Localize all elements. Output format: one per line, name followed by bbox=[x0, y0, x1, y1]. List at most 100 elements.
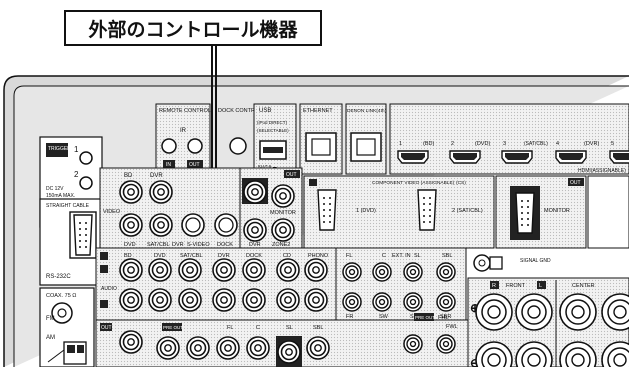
trigger-out-label: TRIGGER OUT bbox=[48, 146, 83, 152]
component-monitor-port[interactable] bbox=[515, 192, 535, 234]
ext-sbr-label: SBR bbox=[440, 314, 451, 320]
denon-link-label: DENON LINK(4th) bbox=[347, 108, 387, 114]
front-label: FRONT bbox=[506, 283, 526, 289]
remote-out-label: OUT bbox=[189, 162, 200, 168]
remote-in-jack[interactable] bbox=[161, 138, 177, 154]
usb-panel bbox=[253, 103, 297, 175]
am-label: AM bbox=[46, 335, 55, 341]
front-l-label: L bbox=[539, 283, 542, 289]
video-satcbl-label: SAT/CBL bbox=[147, 242, 170, 248]
remote-in-label: IN bbox=[166, 162, 171, 168]
video-bd-label: BD bbox=[124, 173, 133, 179]
selectable-label: (SELECTABLE) bbox=[257, 128, 289, 133]
fm-label: FM bbox=[46, 316, 55, 322]
ext-sr-label: SR bbox=[410, 314, 418, 320]
monitor-video-jack[interactable] bbox=[243, 180, 267, 204]
hdmi-dvr-label: (DVR) bbox=[584, 141, 599, 147]
signal-gnd-terminal[interactable] bbox=[473, 254, 503, 272]
ext-fl-label: FL bbox=[346, 253, 352, 259]
svg-text:⊖: ⊖ bbox=[470, 356, 480, 367]
hdmi-4-label: 4 bbox=[556, 141, 559, 147]
component-1-label: 1 (DVD) bbox=[356, 208, 376, 214]
signal-gnd-label: SIGNAL GND bbox=[520, 258, 551, 264]
hdmi-1-port[interactable] bbox=[397, 150, 429, 164]
comp-out-label: OUT bbox=[570, 180, 581, 186]
dock-control-jack[interactable] bbox=[229, 137, 247, 155]
usb-label: USB bbox=[259, 108, 271, 114]
svg-text:⊕: ⊕ bbox=[470, 301, 480, 315]
pre-sl-label: SL bbox=[286, 325, 293, 331]
ext-fr-label: FR bbox=[346, 314, 353, 320]
audio-label: AUDIO bbox=[101, 286, 117, 292]
component-video-label: COMPONENT VIDEO (ASSIGNABLE) bbox=[372, 180, 455, 186]
ma-label: 150mA MAX. bbox=[46, 193, 75, 199]
external-control-device-callout: 外部のコントロール機器 bbox=[64, 10, 322, 46]
zone-out-jack[interactable] bbox=[119, 330, 143, 354]
audio-dvd-label: DVD bbox=[154, 253, 166, 259]
trigger-1-label: 1 bbox=[74, 145, 79, 154]
component-video-panel bbox=[303, 175, 495, 249]
ext-sbl-label: SBL bbox=[442, 253, 452, 259]
straight-cable-label: STRAIGHT CABLE bbox=[46, 203, 90, 209]
audio-cd-label: CD bbox=[283, 253, 291, 259]
remote-control-label: REMOTE CONTROL bbox=[159, 108, 211, 114]
hdmi-bd-label: (BD) bbox=[423, 141, 434, 147]
component-1-port[interactable] bbox=[317, 189, 337, 231]
hdmi-5-port[interactable] bbox=[609, 150, 629, 164]
hdmi-2-label: 2 bbox=[451, 141, 454, 147]
audio-dvr-label: DVR bbox=[218, 253, 230, 259]
component-2-label: 2 (SAT/CBL) bbox=[452, 208, 483, 214]
ethernet-label: ETHERNET bbox=[303, 108, 333, 114]
hdmi-3-label: 3 bbox=[503, 141, 506, 147]
center-label: CENTER bbox=[572, 283, 595, 289]
component-2-port[interactable] bbox=[417, 189, 437, 231]
video-label: VIDEO bbox=[103, 209, 121, 215]
hdmi-3-port[interactable] bbox=[501, 150, 533, 164]
ir-label: IR bbox=[180, 128, 187, 134]
video-dvd-jack[interactable] bbox=[119, 213, 143, 237]
monitor-jack[interactable] bbox=[271, 184, 295, 208]
zone-out-label: OUT bbox=[101, 325, 112, 331]
pre-sbl-label: SBL bbox=[313, 325, 323, 331]
fwl-label: FWL bbox=[446, 324, 458, 330]
monitor-dvr-jack[interactable] bbox=[243, 218, 267, 242]
fhl-label: FHL bbox=[438, 315, 448, 321]
audio-bd-label: BD bbox=[124, 253, 132, 259]
video-dvr2-label: DVR bbox=[172, 242, 184, 248]
ipod-direct-label: (iPod DIRECT) bbox=[257, 120, 288, 125]
monitor-out-label: OUT bbox=[286, 172, 297, 178]
hdmi-4-port[interactable] bbox=[555, 150, 587, 164]
video-dock-label: DOCK bbox=[217, 242, 233, 248]
dock-control-label: DOCK CONTROL bbox=[218, 108, 262, 114]
ext-sw-label: SW bbox=[379, 314, 389, 320]
component-monitor-label: MONITOR bbox=[544, 208, 570, 214]
ext-sl-label: SL bbox=[414, 253, 421, 259]
coax-label: COAX. 75 Ω bbox=[46, 293, 76, 299]
dc12v-label: DC 12V bbox=[46, 186, 64, 192]
audio-phono-label: PHONO bbox=[308, 253, 329, 259]
hdmi-dvd-label: (DVD) bbox=[475, 141, 490, 147]
cs-label: (CS) bbox=[456, 180, 466, 186]
trigger-2-label: 2 bbox=[74, 170, 79, 179]
video-dvr-jack[interactable] bbox=[149, 180, 173, 204]
ext-in-label: EXT. IN bbox=[392, 253, 411, 259]
am-antenna-terminal[interactable] bbox=[47, 341, 87, 365]
video-satcbl-jack[interactable] bbox=[149, 213, 173, 237]
audio-dock-label: DOCK bbox=[246, 253, 262, 259]
hdmi-2-port[interactable] bbox=[449, 150, 481, 164]
trigger-2-jack[interactable] bbox=[79, 176, 93, 190]
s-video-jacks[interactable] bbox=[181, 213, 238, 237]
hdmi-5-label: 5 bbox=[611, 141, 614, 147]
trigger-1-jack[interactable] bbox=[79, 151, 93, 165]
remote-out-jack[interactable] bbox=[187, 138, 203, 154]
svideo-label: S-VIDEO bbox=[187, 242, 210, 248]
video-dvr-label: DVR bbox=[150, 173, 163, 179]
pre-c-label: C bbox=[256, 325, 260, 331]
audio-satcbl-label: SAT/CBL bbox=[180, 253, 203, 259]
rs232c-label: RS-232C bbox=[46, 274, 71, 280]
hdmi-assignable-label: HDMI(ASSIGNABLE) bbox=[578, 168, 626, 174]
video-bd-jack[interactable] bbox=[119, 180, 143, 204]
pre-fl-label: FL bbox=[227, 325, 233, 331]
zone2-video-jack[interactable] bbox=[271, 218, 295, 242]
